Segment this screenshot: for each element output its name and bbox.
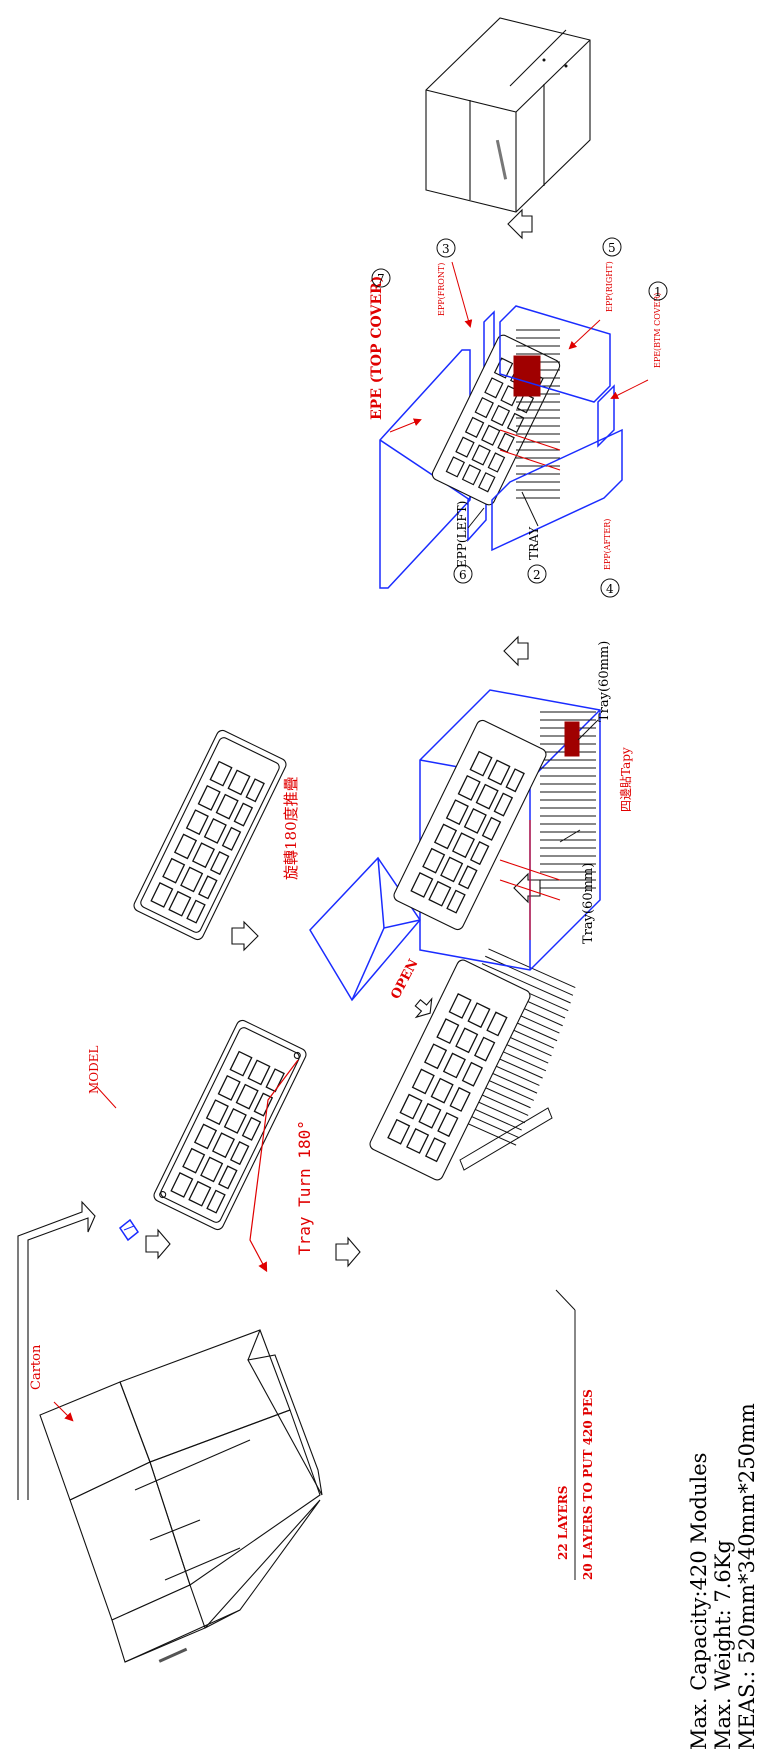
epe-btm-cover-label: EPE(BTM COVER) (653, 293, 662, 368)
svg-text:5: 5 (608, 241, 616, 255)
tray-60-label-a: Tray(60mm) (581, 863, 596, 944)
step-arrow-to-stack (335, 1236, 361, 1268)
sealed-carton-drawing (425, 17, 591, 213)
callout-7: 7 (371, 268, 391, 288)
tray-label: TRAY (527, 526, 541, 560)
step-arrow-up-3 (503, 635, 529, 667)
spec-meas: MEAS.: 520mm*340mm*250mm (735, 1403, 759, 1750)
single-tray-drawing (153, 1019, 307, 1231)
tray-stack-drawing (369, 948, 576, 1181)
svg-text:1: 1 (654, 285, 662, 299)
layers-22-label: 22 LAYERS (556, 1486, 570, 1560)
callout-4: 4 (600, 578, 620, 598)
tray-60-label-b: Tray(60mm) (597, 641, 612, 722)
callout-6: 6 (453, 564, 473, 584)
step-arrow-up-2 (513, 872, 541, 904)
open-carton-drawing (39, 1329, 323, 1663)
callout-5: 5 (602, 237, 622, 257)
epp-after-label: EPP(AFTER) (603, 519, 612, 570)
model-part (118, 1218, 140, 1242)
spec-weight: Max. Weight: 7.6Kg (711, 1540, 735, 1750)
callout-3: 3 (436, 238, 456, 258)
exploded-assembly-drawing (379, 305, 623, 589)
svg-text:3: 3 (442, 242, 450, 256)
step-arrow-up-1 (231, 920, 259, 952)
step-arrow-carton-to-model (17, 1200, 96, 1500)
epp-right-label: EPP(RIGHT) (605, 261, 614, 312)
svg-text:2: 2 (533, 568, 541, 582)
model-label: MODEL (87, 1045, 101, 1094)
svg-text:7: 7 (377, 272, 385, 286)
svg-text:4: 4 (606, 582, 614, 596)
open-label: OPEN (388, 957, 421, 1002)
rotate-stack-label: 旋轉180度推疊 (282, 776, 300, 880)
carton-label: Carton (29, 1344, 44, 1390)
arrow-icon (414, 997, 433, 1019)
callout-1: 1 (648, 281, 668, 301)
spec-capacity: Max. Capacity:420 Modules (687, 1453, 711, 1750)
step-arrow-up-4 (507, 208, 533, 240)
epe-top-cover-label: EPE (TOP COVER) (369, 276, 385, 420)
rotated-tray-drawing (133, 729, 287, 941)
callout-2: 2 (527, 564, 547, 584)
tray-turn-label: Tray Turn 180° (295, 1120, 314, 1255)
layers-put-label: 20 LAYERS TO PUT 420 PES (581, 1389, 595, 1580)
turn-arrow (249, 1059, 299, 1273)
taped-stack-drawing (393, 689, 601, 971)
arrow-icon (145, 1228, 171, 1260)
svg-text:6: 6 (459, 568, 467, 582)
four-side-tape-label: 四邊貼Tapy (618, 747, 633, 812)
epp-left-label: EPP(LEFT) (455, 501, 469, 568)
epp-front-label: EPP(FRONT) (437, 263, 446, 316)
